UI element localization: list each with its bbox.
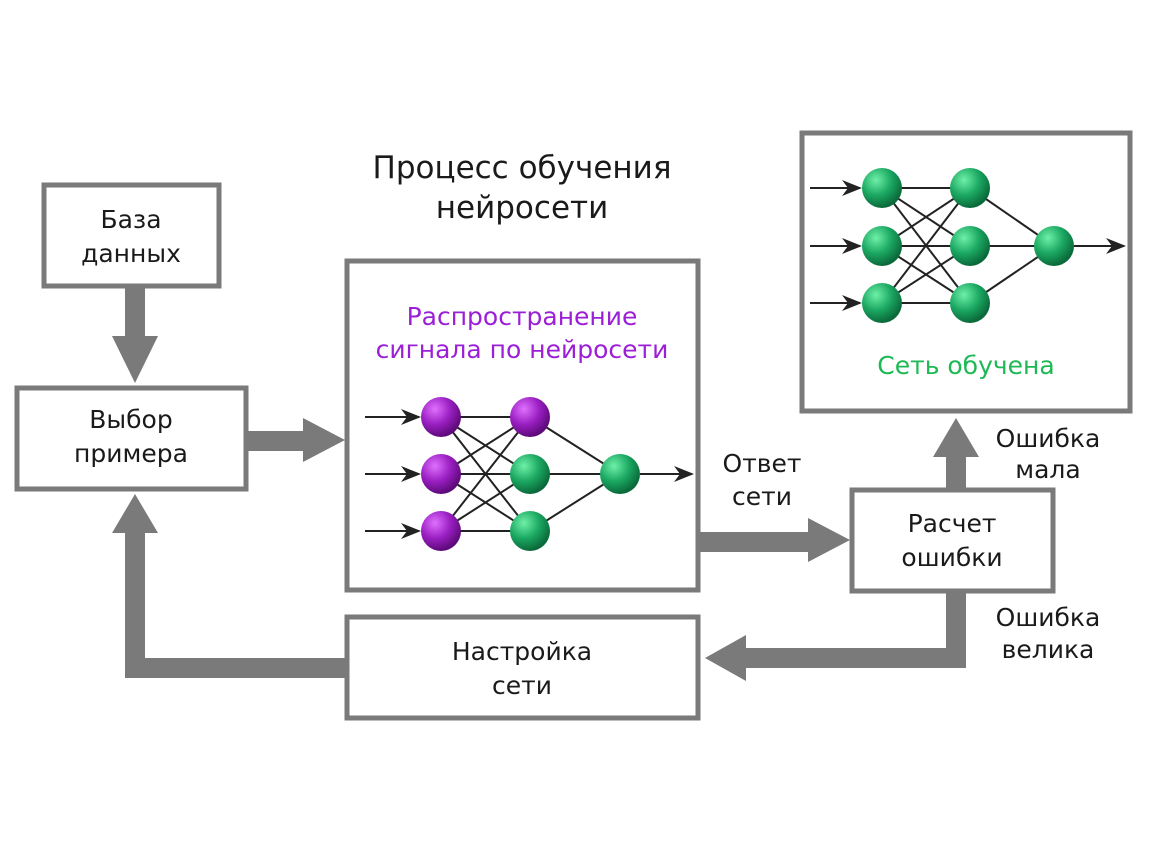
propagation-label-line2: сигнала по нейросети <box>376 335 669 364</box>
error-large-label-line1: Ошибка <box>996 603 1101 632</box>
database-label-line1: База <box>100 205 161 234</box>
neuron-node-output <box>1034 226 1074 266</box>
neuron-node-hidden <box>950 283 990 323</box>
connection-edge <box>881 187 971 304</box>
tune-network-label-line2: сети <box>492 671 552 700</box>
tune-network-box: Настройка сети <box>344 614 701 721</box>
arrow-propagation-to-error <box>700 518 850 562</box>
error-calc-label-line2: ошибки <box>901 543 1002 572</box>
select-example-label-line1: Выбор <box>89 405 172 434</box>
diagram-title-line1: Процесс обучения <box>373 150 672 186</box>
trained-label: Сеть обучена <box>877 351 1054 380</box>
arrow-error-to-tune <box>705 592 966 681</box>
network-response-label-line1: Ответ <box>723 449 802 478</box>
connection-edge <box>440 416 531 532</box>
error-small-label-line1: Ошибка <box>996 424 1101 453</box>
diagram-title-line2: нейросети <box>436 190 608 226</box>
error-calc-label-line1: Расчет <box>908 509 997 538</box>
database-label-line2: данных <box>81 239 181 268</box>
propagation-box: Распространение сигнала по нейросети <box>344 258 701 593</box>
arrow-database-to-select <box>112 288 158 383</box>
network-response-label-line2: сети <box>732 482 792 511</box>
propagation-neural-network <box>365 397 694 551</box>
arrow-select-to-propagation <box>248 418 345 462</box>
arrow-error-to-trained <box>933 418 979 491</box>
neuron-node-input <box>862 226 902 266</box>
neuron-node-output <box>600 454 640 494</box>
select-example-box: Выбор примера <box>14 385 249 492</box>
neuron-node-hidden <box>510 397 550 437</box>
trained-box: Сеть обучена <box>799 130 1133 414</box>
neuron-node-hidden <box>510 511 550 551</box>
neuron-node-hidden <box>950 168 990 208</box>
trained-neural-network <box>810 168 1126 323</box>
neuron-node-input <box>421 511 461 551</box>
neuron-node-input <box>421 454 461 494</box>
propagation-label-line1: Распространение <box>407 302 638 331</box>
neuron-node-input <box>421 397 461 437</box>
neuron-node-hidden <box>510 454 550 494</box>
arrow-tune-to-select <box>112 494 347 678</box>
database-box: База данных <box>41 182 222 289</box>
select-example-label-line2: примера <box>74 439 188 468</box>
neuron-node-input <box>862 283 902 323</box>
error-small-label-line2: мала <box>1015 455 1080 484</box>
tune-network-label-line1: Настройка <box>452 637 592 666</box>
error-large-label-line2: велика <box>1002 635 1095 664</box>
error-calc-box: Расчет ошибки <box>849 487 1056 594</box>
neuron-node-input <box>862 168 902 208</box>
neuron-node-hidden <box>950 226 990 266</box>
